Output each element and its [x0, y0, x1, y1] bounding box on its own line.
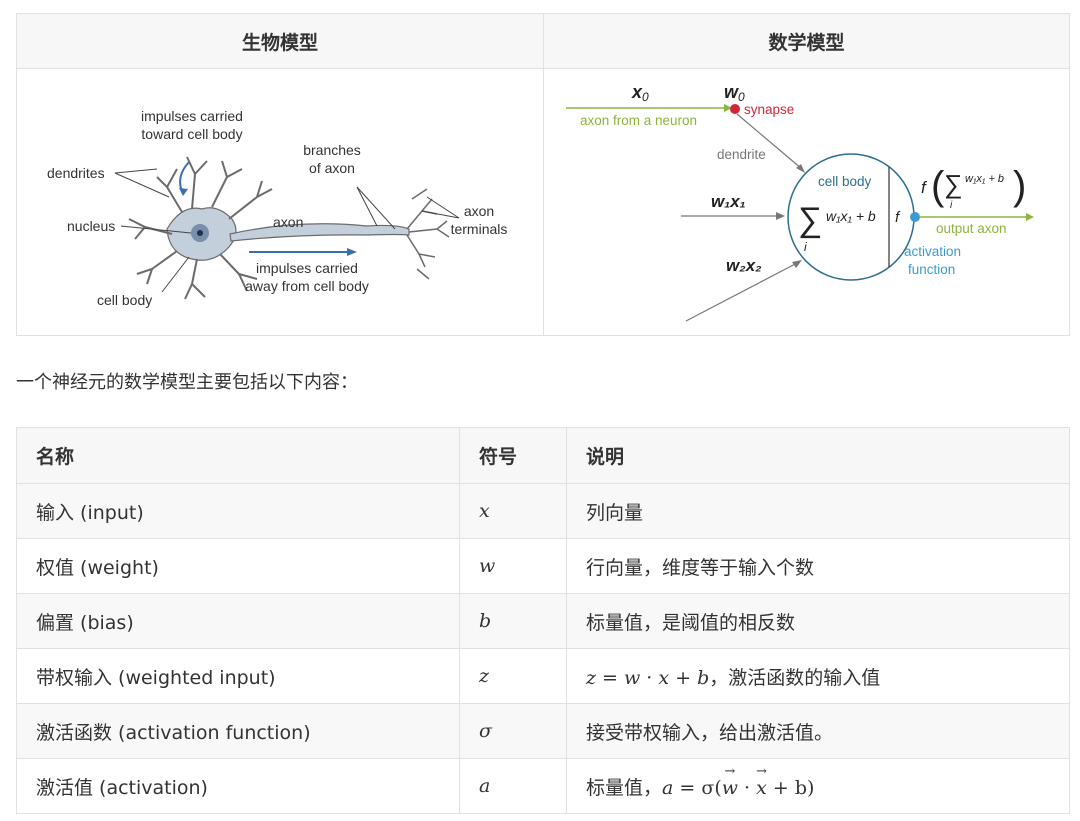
- label-impulses-away-2: away from cell body: [245, 278, 369, 294]
- row-desc: z = w · x + b，激活函数的输入值: [566, 648, 1070, 704]
- output-f: f: [921, 178, 928, 197]
- row-name: 带权输入 (weighted input): [16, 648, 460, 704]
- row-symbol: w: [459, 538, 567, 594]
- math-neuron-diagram: x0 w0 w₁x₁ w₂x₂ ∑ i w₁x₁ + b f f ( ∑ i w…: [566, 82, 1034, 322]
- row-symbol: σ: [459, 703, 567, 759]
- label-activation-2: function: [908, 262, 955, 277]
- label-axon: axon: [273, 214, 303, 230]
- row-symbol: x: [459, 483, 567, 539]
- header-name: 名称: [16, 427, 460, 484]
- label-branches-1: branches: [303, 142, 361, 158]
- label-dendrites: dendrites: [47, 165, 105, 181]
- param-table: 名称 符号 说明 输入 (input) x 列向量 权值 (weight) w …: [16, 427, 1070, 814]
- row-name: 输入 (input): [16, 483, 460, 539]
- output-sum-index: i: [950, 200, 953, 211]
- label-x0: x0: [631, 82, 649, 104]
- row-symbol: z: [459, 648, 567, 704]
- table-row: 输入 (input) x 列向量: [16, 483, 1070, 539]
- row-symbol: a: [459, 758, 567, 814]
- label-axon-terminals-1: axon: [464, 203, 494, 219]
- label-cell-body: cell body: [818, 174, 872, 189]
- row-desc: 标量值，是阈值的相反数: [566, 593, 1070, 649]
- table-row: 激活值 (activation) a 标量值，a = σ(w · x + b): [16, 758, 1070, 814]
- label-w0: w0: [724, 82, 745, 104]
- sum-expression: w₁x₁ + b: [826, 208, 876, 224]
- table-row: 激活函数 (activation function) σ 接受带权输入，给出激活…: [16, 703, 1070, 759]
- label-axon-terminals-2: terminals: [451, 221, 508, 237]
- label-branches-2: of axon: [309, 160, 355, 176]
- output-paren-open: (: [931, 164, 945, 208]
- model-comparison-table: 生物模型 数学模型: [16, 13, 1070, 336]
- intro-text: 一个神经元的数学模型主要包括以下内容：: [16, 372, 358, 393]
- bio-neuron-cell: impulses carried toward cell body dendri…: [16, 68, 544, 336]
- label-activation-1: activation: [904, 244, 961, 259]
- label-axon-from-neuron: axon from a neuron: [580, 113, 697, 128]
- header-desc: 说明: [566, 427, 1070, 484]
- formula-z: z = w · x + b: [586, 666, 710, 689]
- header-symbol: 符号: [459, 427, 567, 484]
- row-desc: 列向量: [566, 483, 1070, 539]
- table-row: 偏置 (bias) b 标量值，是阈值的相反数: [16, 593, 1070, 649]
- sum-symbol: ∑: [798, 201, 822, 239]
- sum-index: i: [804, 240, 807, 254]
- label-impulses-toward-1: impulses carried: [141, 108, 243, 124]
- label-impulses-away-1: impulses carried: [256, 260, 358, 276]
- label-cell-body: cell body: [97, 292, 152, 308]
- synapse-dot: [730, 104, 740, 114]
- label-f: f: [895, 209, 901, 226]
- header-bio-model: 生物模型: [16, 13, 544, 69]
- row-desc: 行向量，维度等于输入个数: [566, 538, 1070, 594]
- label-pointers: [114, 168, 460, 293]
- label-nucleus: nucleus: [67, 218, 115, 234]
- desc-text: ，激活函数的输入值: [709, 666, 881, 689]
- desc-prefix: 标量值，: [586, 776, 663, 799]
- formula-a: a = σ(w · x + b): [662, 777, 814, 799]
- dendrite-branches: [128, 156, 273, 300]
- bio-neuron-diagram: impulses carried toward cell body dendri…: [47, 108, 508, 308]
- output-sum-symbol: ∑: [944, 169, 963, 199]
- output-paren-close: ): [1013, 164, 1026, 208]
- table-header-row: 名称 符号 说明: [16, 427, 1070, 484]
- table-row: 权值 (weight) w 行向量，维度等于输入个数: [16, 538, 1070, 594]
- axon-terminal-branches: [406, 188, 450, 280]
- row-name: 激活函数 (activation function): [16, 703, 460, 759]
- row-desc: 接受带权输入，给出激活值。: [566, 703, 1070, 759]
- math-neuron-cell: x0 w0 w₁x₁ w₂x₂ ∑ i w₁x₁ + b f f ( ∑ i w…: [543, 68, 1070, 336]
- row-symbol: b: [459, 593, 567, 649]
- table-row: 带权输入 (weighted input) z z = w · x + b，激活…: [16, 648, 1070, 704]
- activation-dot: [910, 212, 920, 222]
- label-dendrite: dendrite: [717, 147, 766, 162]
- label-synapse: synapse: [744, 102, 794, 117]
- label-output-axon: output axon: [936, 221, 1007, 236]
- label-impulses-toward-2: toward cell body: [141, 126, 242, 142]
- row-name: 权值 (weight): [16, 538, 460, 594]
- header-math-model: 数学模型: [543, 13, 1070, 69]
- label-w2x2: w₂x₂: [726, 256, 762, 275]
- label-w1x1: w₁x₁: [711, 192, 746, 211]
- row-name: 激活值 (activation): [16, 758, 460, 814]
- row-name: 偏置 (bias): [16, 593, 460, 649]
- row-desc: 标量值，a = σ(w · x + b): [566, 758, 1070, 814]
- output-expression: w₁x₁ + b: [965, 173, 1004, 185]
